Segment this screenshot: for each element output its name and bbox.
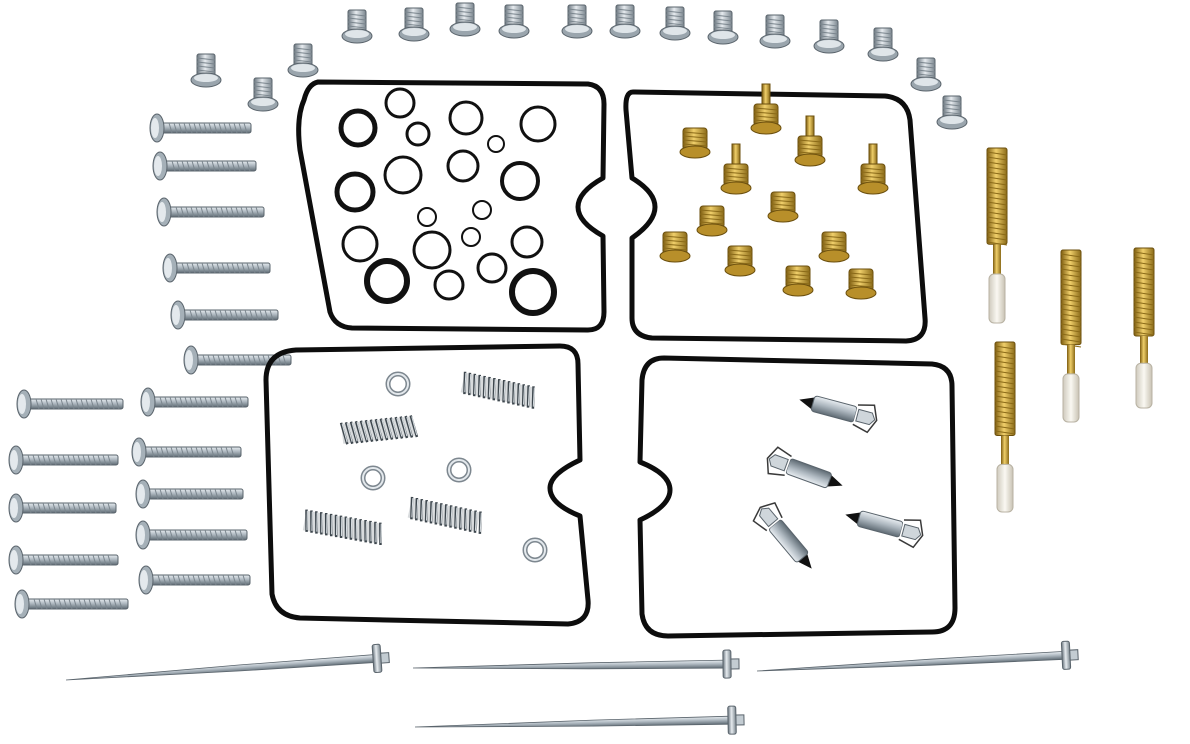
jet-needle — [756, 640, 1079, 672]
spring — [460, 371, 536, 409]
o-ring — [334, 171, 376, 213]
long-screw — [8, 445, 119, 475]
brass-jet — [818, 231, 850, 263]
long-screws-group — [8, 113, 292, 619]
gasket-top-right — [623, 89, 928, 344]
o-ring — [487, 135, 505, 153]
short-screw — [659, 6, 691, 41]
long-screw — [156, 197, 265, 227]
long-screw — [131, 437, 242, 467]
needle-valve — [799, 395, 878, 434]
o-ring — [500, 161, 540, 201]
jet-needles-group — [65, 640, 1079, 735]
washer — [385, 371, 411, 397]
jet-needle — [65, 643, 390, 681]
jet-needle — [414, 705, 745, 735]
long-screw — [8, 493, 117, 523]
o-ring — [509, 268, 557, 316]
o-ring — [417, 207, 437, 227]
short-screw — [287, 43, 319, 78]
brass-jets-group — [659, 83, 889, 300]
springs-group — [302, 371, 536, 545]
long-screw — [140, 387, 249, 417]
long-screw — [16, 389, 124, 419]
short-screw — [341, 9, 373, 44]
brass-jet — [857, 143, 889, 195]
short-screw — [398, 7, 430, 42]
gasket-bottom-left — [263, 343, 591, 627]
short-screw — [910, 57, 942, 92]
short-screw — [813, 19, 845, 54]
short-screw — [190, 53, 222, 88]
long-screw — [135, 479, 244, 509]
needle-valve — [766, 446, 843, 489]
brass-jet — [845, 268, 877, 300]
spring — [407, 496, 482, 534]
o-ring — [472, 200, 492, 220]
short-screw — [449, 2, 481, 37]
jet-needle — [412, 649, 740, 679]
long-screw — [162, 253, 271, 283]
o-ring — [338, 108, 378, 148]
long-screw — [135, 520, 248, 550]
short-screws-group — [190, 2, 968, 130]
o-ring — [412, 230, 452, 270]
o-ring — [384, 87, 416, 119]
long-screw — [170, 300, 279, 330]
washer — [522, 537, 548, 563]
brass-jet — [679, 127, 711, 159]
brass-jet — [750, 83, 782, 135]
mixture-screw — [986, 147, 1008, 324]
short-screw — [759, 14, 791, 49]
short-screw — [247, 77, 279, 112]
needle-valve — [752, 502, 812, 569]
o-ring — [476, 252, 508, 284]
short-screw — [609, 4, 641, 39]
needle-valve — [845, 510, 924, 549]
washer — [446, 457, 472, 483]
long-screw — [152, 151, 257, 181]
brass-jet — [696, 205, 728, 237]
short-screw — [707, 10, 739, 45]
o-ring — [461, 227, 481, 247]
spring — [339, 415, 419, 445]
washer — [360, 465, 386, 491]
o-ring — [448, 100, 484, 136]
short-screw — [936, 95, 968, 130]
gasket-bottom-right — [637, 355, 958, 639]
long-screw — [183, 345, 292, 375]
washers-group — [360, 371, 548, 563]
brass-jet — [724, 245, 756, 277]
o-ring — [433, 269, 465, 301]
long-screw — [138, 565, 251, 595]
gaskets-group — [263, 79, 958, 639]
long-screw — [14, 589, 129, 619]
mixture-screw — [1133, 247, 1155, 409]
needle-valves-group — [752, 395, 924, 569]
mixture-screws-group — [986, 147, 1155, 513]
o-ring — [446, 149, 480, 183]
o-ring — [405, 121, 431, 147]
brass-jet — [720, 143, 752, 195]
short-screw — [498, 4, 530, 39]
brass-jet — [782, 265, 814, 297]
mixture-screw — [1060, 249, 1082, 423]
long-screw — [8, 545, 119, 575]
o-ring — [519, 105, 557, 143]
long-screw — [149, 113, 252, 143]
o-ring — [510, 225, 544, 259]
brass-jet — [794, 115, 826, 167]
o-rings-group — [334, 87, 557, 316]
o-ring — [383, 155, 423, 195]
o-ring — [341, 225, 379, 263]
mixture-screw — [994, 341, 1016, 513]
o-ring — [364, 258, 410, 304]
short-screw — [867, 27, 899, 62]
short-screw — [561, 4, 593, 39]
brass-jet — [767, 191, 799, 223]
brass-jet — [659, 231, 691, 263]
gasket-top-left — [296, 79, 607, 333]
spring — [302, 509, 382, 545]
